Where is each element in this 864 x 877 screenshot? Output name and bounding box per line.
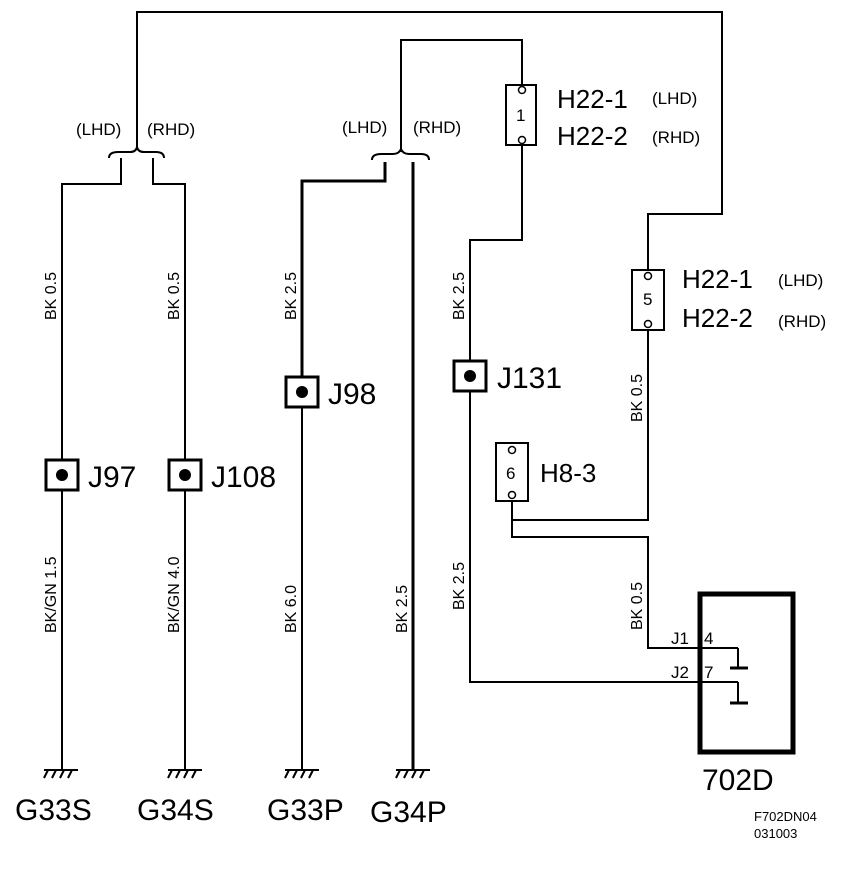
ground-symbol-g33p (284, 769, 319, 779)
junction-j98-dot (296, 386, 308, 398)
junction-j131-box (452, 359, 488, 393)
connector-h8-pin-b (507, 490, 517, 500)
connector-h22-right-pin-number: 5 (643, 290, 652, 309)
connector-h22-right-label-1: H22-1 (682, 264, 753, 294)
component-702d (697, 591, 796, 755)
junction-j97-label: J97 (88, 461, 136, 494)
junction-j98-label: J98 (328, 378, 376, 411)
ground-label-g33p: G33P (267, 794, 344, 827)
connector-h22-top-pin-number: 1 (516, 106, 525, 125)
wire-top-loop (136, 11, 723, 270)
connector-h22-top-pin-a (517, 85, 527, 95)
branch-label-mid-rhd: (RHD) (413, 118, 461, 137)
wire-1-spec-bottom: BK/GN 1.5 (43, 556, 60, 633)
junction-j108-box (167, 458, 203, 492)
branch-label-left-lhd: (LHD) (76, 120, 121, 139)
connector-h22-right-note-2: (RHD) (778, 312, 826, 331)
connector-h22-right-pin-a (643, 271, 653, 281)
component-702d-name: 702D (702, 764, 774, 797)
component-702d-pin2-number: 7 (704, 663, 713, 682)
wire-6-upper (511, 330, 649, 521)
figure-date: 031003 (754, 826, 797, 841)
component-702d-pin1-label: J1 (671, 629, 689, 648)
connector-h8-label: H8-3 (540, 458, 596, 488)
connector-h22-top-label-1: H22-1 (557, 84, 628, 114)
wire-4-spec-bottom: BK 2.5 (394, 585, 411, 633)
wire-3-spec-top: BK 2.5 (283, 272, 300, 320)
junction-j97-dot (56, 469, 68, 481)
junction-j108-dot (179, 469, 191, 481)
branch-brace-mid (371, 146, 430, 161)
junction-j98-box (284, 375, 320, 409)
ground-label-g34p: G34P (370, 796, 447, 829)
junction-j131-dot (464, 370, 476, 382)
connector-h22-top-pin-b (517, 135, 527, 145)
ground-symbol-g34p (395, 769, 430, 779)
connector-h22-right-note-1: (LHD) (778, 271, 823, 290)
wire-6-spec-top: BK 0.5 (629, 374, 646, 422)
component-702d-pin1-number: 4 (704, 629, 713, 648)
ground-symbol-g33s (43, 769, 78, 779)
figure-code: F702DN04 (754, 809, 817, 824)
wire-2-spec-bottom: BK/GN 4.0 (166, 556, 183, 633)
wire-5-spec-bottom: BK 2.5 (451, 562, 468, 610)
ground-label-g33s: G33S (15, 794, 92, 827)
wire-2-spec-top: BK 0.5 (166, 272, 183, 320)
ground-label-g34s: G34S (137, 794, 214, 827)
component-702d-pin2-label: J2 (671, 663, 689, 682)
connector-h22-right-label-2: H22-2 (682, 303, 753, 333)
connector-h8-pin-a (507, 445, 517, 455)
connector-h22-top (505, 84, 537, 146)
connector-h22-top-note-1: (LHD) (652, 89, 697, 108)
branch-brace-left (108, 146, 165, 159)
wire-6-spec-bottom: BK 0.5 (629, 582, 646, 630)
branch-label-mid-lhd: (LHD) (342, 118, 387, 137)
wire-1-spec-top: BK 0.5 (43, 272, 60, 320)
wire-6-lower (511, 510, 705, 649)
wire-mid-top (400, 39, 523, 152)
connector-h22-top-note-2: (RHD) (652, 128, 700, 147)
junction-j131-label: J131 (497, 362, 562, 395)
wire-5-spec-top: BK 2.5 (451, 272, 468, 320)
wire-5 (469, 145, 705, 683)
connector-h8-pin-number: 6 (506, 464, 515, 483)
junction-j108-label: J108 (211, 461, 276, 494)
connector-h22-right-pin-b (643, 319, 653, 329)
branch-label-left-rhd: (RHD) (147, 120, 195, 139)
wire-3-upper (300, 162, 387, 380)
wire-3-spec-bottom: BK 6.0 (283, 585, 300, 633)
ground-symbol-g34s (167, 769, 202, 779)
connector-h22-top-label-2: H22-2 (557, 121, 628, 151)
